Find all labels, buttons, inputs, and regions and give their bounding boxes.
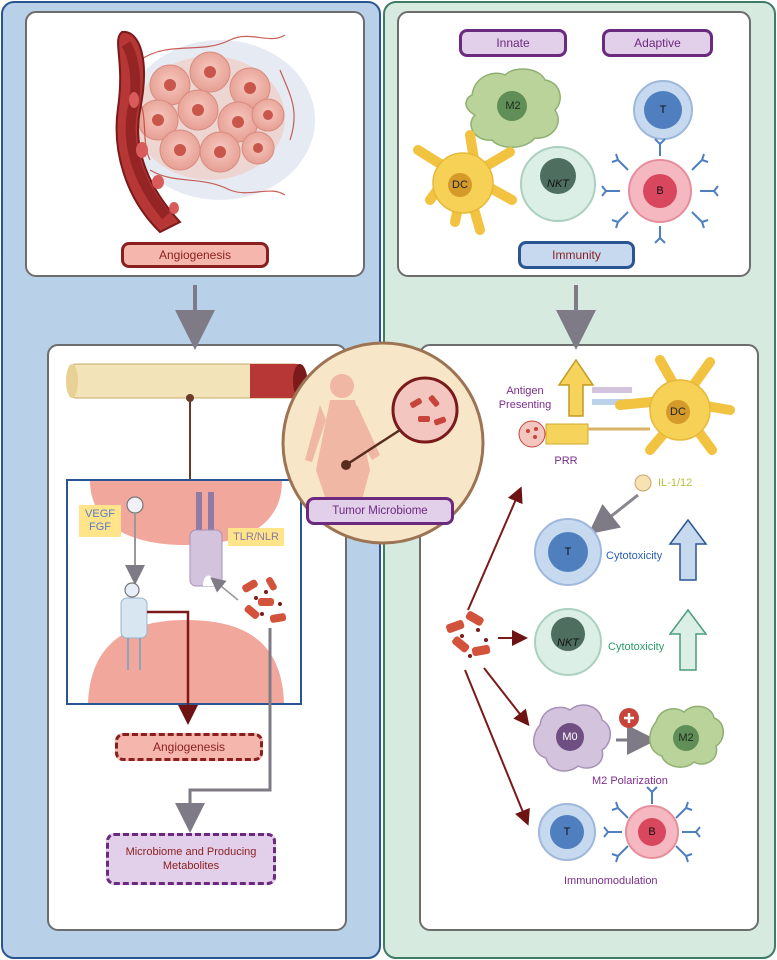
t-cell-right bbox=[534, 518, 602, 586]
t-cell-label-right: T bbox=[564, 546, 572, 558]
arrow-to-dc bbox=[467, 486, 523, 611]
vessel-link-dot bbox=[186, 394, 194, 402]
cytotoxicity-t-up-arrow bbox=[668, 518, 708, 581]
bacteria-left bbox=[242, 577, 287, 623]
adaptive-label: Adaptive bbox=[602, 29, 713, 57]
il-to-t-arrow bbox=[588, 493, 639, 535]
dc-cell-top bbox=[413, 130, 517, 235]
blood-vessel-illustration bbox=[115, 30, 182, 234]
dc-cell-label-top: DC bbox=[452, 179, 468, 191]
arrow-to-angiogenesis bbox=[147, 610, 198, 725]
m2-macrophage-right bbox=[649, 705, 724, 768]
plus-icon bbox=[619, 708, 639, 728]
t-cell-bottom bbox=[538, 803, 596, 861]
nkt-cell-right bbox=[534, 608, 602, 676]
nkt-cell-top bbox=[520, 146, 596, 222]
dc-cell-right bbox=[615, 355, 735, 455]
b-cell-bottom bbox=[603, 786, 701, 863]
cytotoxicity-nkt-up-arrow bbox=[668, 608, 708, 671]
immunity-label: Immunity bbox=[518, 241, 635, 269]
tlr-nlr-label: TLR/NLR bbox=[228, 528, 284, 546]
m0-cell-label: M0 bbox=[562, 731, 578, 743]
bacteria-right bbox=[446, 611, 491, 658]
arrow-to-m0 bbox=[483, 667, 530, 727]
arrow-to-metabolites bbox=[175, 628, 272, 833]
b-cell-label-top: B bbox=[656, 185, 664, 197]
m2-cell-label-right: M2 bbox=[678, 732, 694, 744]
angiogenesis-top-label: Angiogenesis bbox=[121, 242, 269, 268]
innate-label: Innate bbox=[459, 29, 567, 57]
lower-cell bbox=[88, 620, 284, 703]
vegf-receptor bbox=[120, 496, 148, 670]
b-cell-label-bottom: B bbox=[648, 826, 656, 838]
t-cell-top bbox=[633, 80, 693, 140]
immunomodulation-label: Immunomodulation bbox=[564, 875, 658, 887]
metabolites-result-label: Microbiome and Producing Metabolites bbox=[106, 833, 276, 885]
arrow-to-immunomodulation bbox=[464, 669, 530, 826]
vegf-fgf-label: VEGF FGF bbox=[79, 505, 121, 537]
tumor-illustration bbox=[125, 34, 315, 200]
t-cell-label-bottom: T bbox=[563, 826, 571, 838]
antigen-presenting-label: Antigen Presenting bbox=[498, 385, 552, 411]
cytotoxicity-t-label: Cytotoxicity bbox=[606, 550, 663, 562]
b-cell-top bbox=[601, 138, 719, 244]
m2-macrophage-top bbox=[465, 68, 561, 148]
il-molecule bbox=[634, 474, 652, 492]
m0-macrophage bbox=[533, 704, 611, 772]
m2-cell-label-top: M2 bbox=[505, 100, 521, 112]
dc-cell-label-right: DC bbox=[670, 406, 686, 418]
prr-label: PRR bbox=[554, 455, 578, 467]
tumor-microbiome-illustration bbox=[281, 341, 485, 545]
cytotoxicity-nkt-label: Cytotoxicity bbox=[608, 641, 665, 653]
microbe-to-tlr-arrow bbox=[210, 577, 239, 601]
angiogenesis-result-label: Angiogenesis bbox=[115, 733, 263, 761]
prr-receptor bbox=[518, 420, 650, 448]
tumor-microbiome-label: Tumor Microbiome bbox=[306, 497, 454, 525]
m2-polarization-label: M2 Polarization bbox=[592, 775, 668, 787]
mhc-complex bbox=[592, 387, 632, 405]
nkt-cell-label-top: NKT bbox=[547, 178, 569, 190]
t-cell-label-top: T bbox=[659, 104, 667, 116]
vessel-cross-section bbox=[66, 363, 308, 399]
nkt-cell-label-right: NKT bbox=[557, 637, 579, 649]
antigen-up-arrow bbox=[557, 358, 595, 417]
il-label: IL-1/12 bbox=[658, 477, 693, 489]
